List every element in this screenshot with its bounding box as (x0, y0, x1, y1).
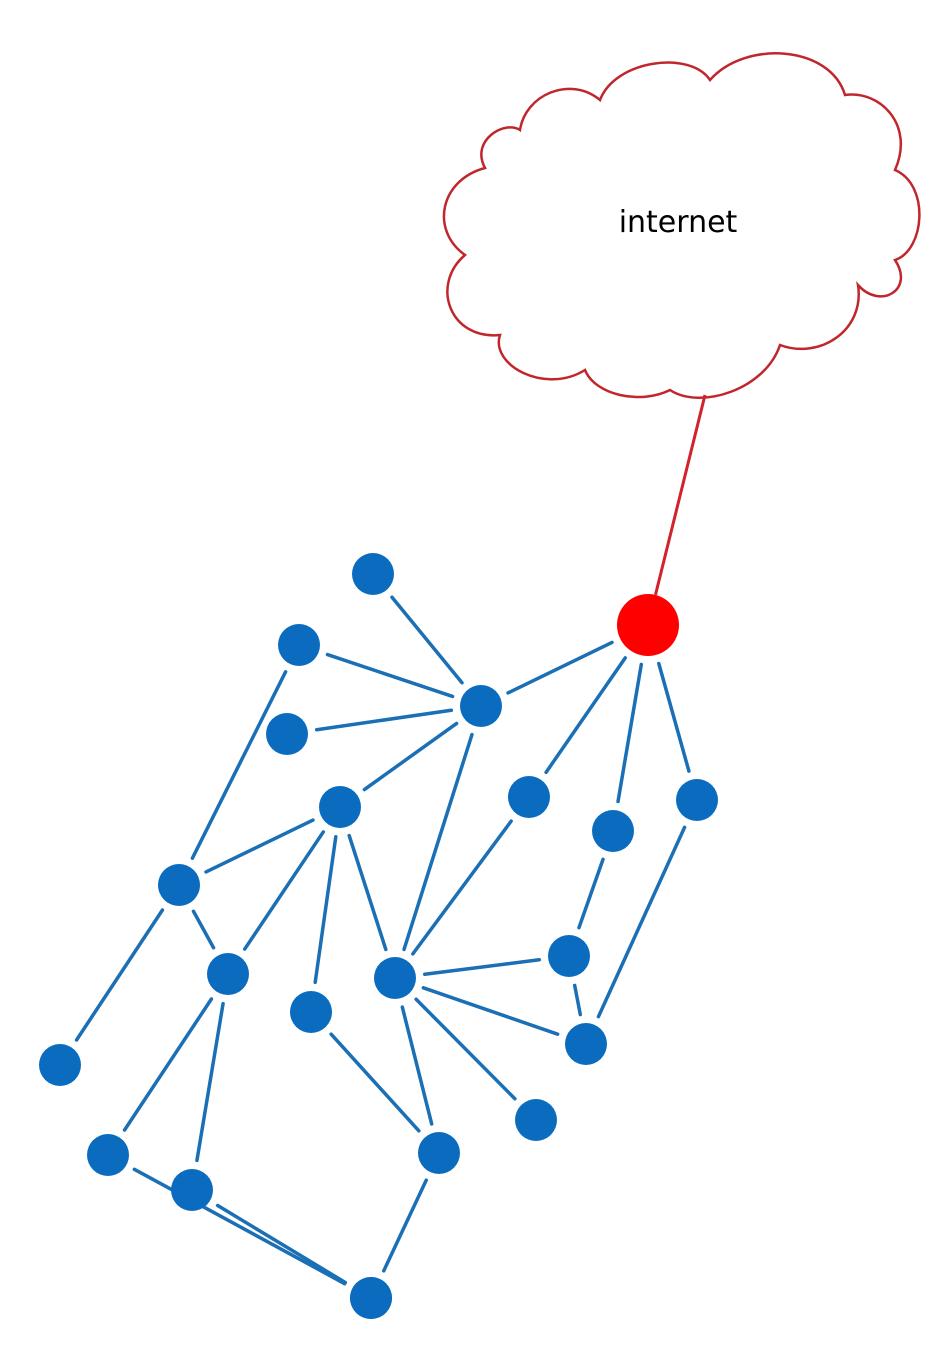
edge-n9-n10 (577, 857, 605, 930)
cloud-outline (442, 52, 921, 399)
network-node-n19 (418, 1132, 460, 1174)
edge-g-n8 (657, 661, 691, 773)
edge-n7-n11 (191, 909, 216, 950)
edge-n2-n7 (190, 670, 288, 860)
edge-n4-n11 (242, 830, 326, 951)
edge-n6-n13 (411, 819, 513, 956)
network-node-n17 (171, 1169, 213, 1211)
edge-n19-n21 (381, 1178, 429, 1273)
network-node-n14 (39, 1044, 81, 1086)
edge-n4-n7 (204, 818, 315, 874)
edge-n16-n18 (132, 1167, 347, 1286)
network-node-n1 (352, 553, 394, 595)
edge-n12-n19 (329, 1032, 421, 1133)
edge-n5-n13 (402, 732, 474, 952)
edges (74, 394, 707, 1286)
network-node-n15 (565, 1023, 607, 1065)
edge-n1-n5 (390, 595, 464, 685)
edge-n7-n14 (74, 908, 165, 1042)
network-node-n12 (290, 991, 332, 1033)
network-node-n5 (460, 685, 502, 727)
edge-n17-n18 (215, 1203, 348, 1285)
network-node-n7 (158, 864, 200, 906)
network-node-n2 (278, 624, 320, 666)
network-node-n9 (592, 810, 634, 852)
edge-n11-n17 (195, 1001, 225, 1163)
network-node-n3 (266, 713, 308, 755)
gateway-node (617, 594, 679, 656)
edge-n10-n15 (572, 983, 583, 1017)
internet-cloud: internet (442, 52, 921, 399)
edge-n4-n5 (362, 721, 459, 792)
edge-n8-n15 (596, 825, 687, 1019)
edge-n4-n12 (313, 834, 338, 985)
nodes (39, 553, 718, 1319)
network-node-n16 (87, 1134, 129, 1176)
edge-n5-g (506, 640, 614, 695)
edge-n4-n13 (347, 833, 388, 952)
edge-n13-n10 (423, 958, 541, 976)
network-node-n20 (515, 1099, 557, 1141)
network-node-n8 (676, 779, 718, 821)
edge-n11-n16 (122, 997, 214, 1132)
network-node-n13 (374, 957, 416, 999)
edge-g-n9 (616, 662, 644, 804)
edge-n3-n5 (314, 708, 454, 732)
edge-g-n6 (544, 656, 627, 775)
edge-n13-n20 (414, 997, 517, 1101)
network-node-n11 (207, 953, 249, 995)
network-node-n4 (319, 786, 361, 828)
network-node-n21 (350, 1277, 392, 1319)
network-node-n10 (548, 935, 590, 977)
edge-n13-n19 (400, 1005, 434, 1126)
uplink-gateway-to-internet (654, 394, 707, 596)
edge-n13-n15 (421, 986, 560, 1036)
cloud-label: internet (619, 205, 738, 240)
edge-n2-n5 (325, 652, 455, 699)
network-node-n6 (508, 776, 550, 818)
